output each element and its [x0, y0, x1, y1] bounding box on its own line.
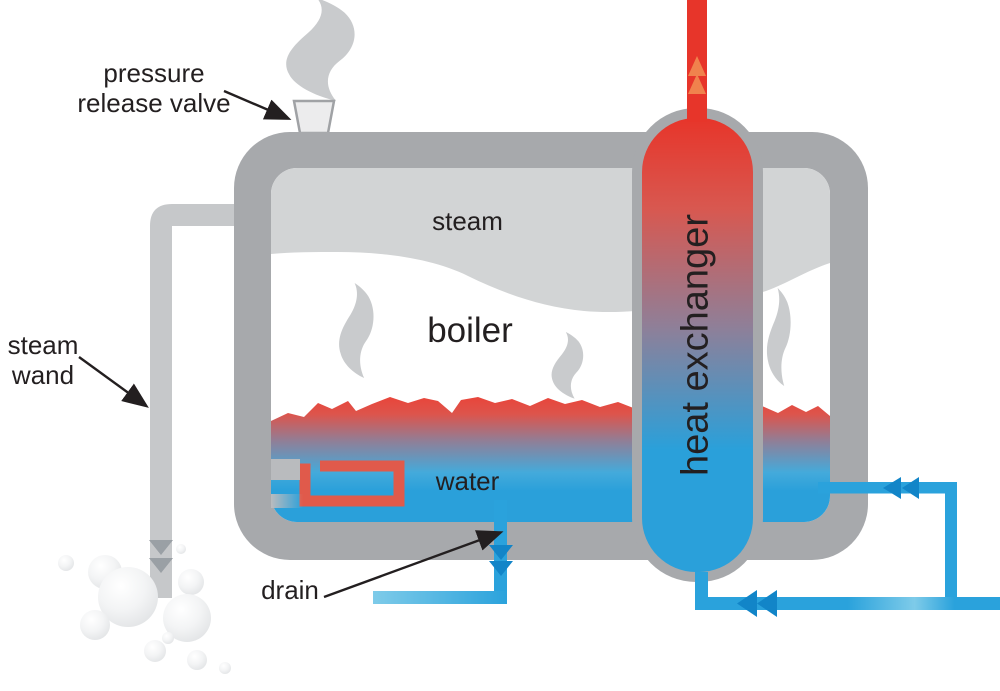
bubble-cluster [58, 544, 231, 674]
drain-pipe-horizontal [373, 591, 507, 604]
annotation-arrows [78, 89, 504, 599]
bubble [176, 544, 186, 554]
pressure-valve-arrow [223, 89, 292, 120]
chevron-left-icon [902, 477, 919, 499]
steam-wand-label-line2: wand [11, 360, 75, 390]
heat-exchanger-inlet-stub [695, 572, 708, 610]
chevron-left-icon [883, 477, 901, 499]
chevron-left-icon [737, 590, 757, 617]
steam-label: steam [432, 206, 503, 236]
pressure-release-valve [292, 99, 336, 135]
pressure-release-valve-label: pressure release valve [54, 58, 254, 118]
hot-flow-arrows [688, 56, 706, 94]
steam-wand-label: steam wand [0, 330, 86, 390]
drain-pipe [373, 500, 513, 604]
bubble [162, 632, 174, 644]
chevron-down-icon [149, 558, 173, 573]
inlet-pipe-vertical [945, 482, 957, 610]
boiler-label: boiler [427, 311, 513, 350]
bubble [80, 610, 110, 640]
pressure-valve-label-line2: release valve [77, 88, 231, 118]
valve-steam-puff-icon [286, 0, 355, 101]
triangle-up-icon [688, 56, 706, 76]
coil-flange [271, 459, 300, 480]
bubble [98, 567, 158, 627]
bubble [58, 555, 74, 571]
inlet-flow-arrows-lower [737, 590, 777, 617]
chevron-down-icon [489, 561, 513, 576]
inlet-flow-arrows-upper [883, 477, 919, 499]
steam-wand-pipe [150, 204, 240, 598]
steam-wand-flow-arrows [149, 540, 173, 573]
chevron-left-icon [757, 590, 777, 617]
coil-flange-fade [271, 494, 303, 508]
bubble [163, 594, 211, 642]
bubble [178, 569, 204, 595]
drain-arrow [323, 530, 504, 599]
water-label: water [435, 466, 500, 496]
bubble [144, 640, 166, 662]
drain-label: drain [261, 575, 319, 605]
chevron-down-icon [149, 540, 173, 555]
triangle-up-icon [688, 74, 706, 94]
heat-exchanger-body [642, 118, 753, 572]
steam-wand-label-line1: steam [7, 330, 79, 360]
bubble [219, 662, 231, 674]
pressure-valve-label-line1: pressure [103, 58, 205, 88]
bubble [187, 650, 207, 670]
steam-wand-arrow [78, 356, 149, 408]
heat-exchanger-label: heat exchanger [674, 214, 717, 476]
